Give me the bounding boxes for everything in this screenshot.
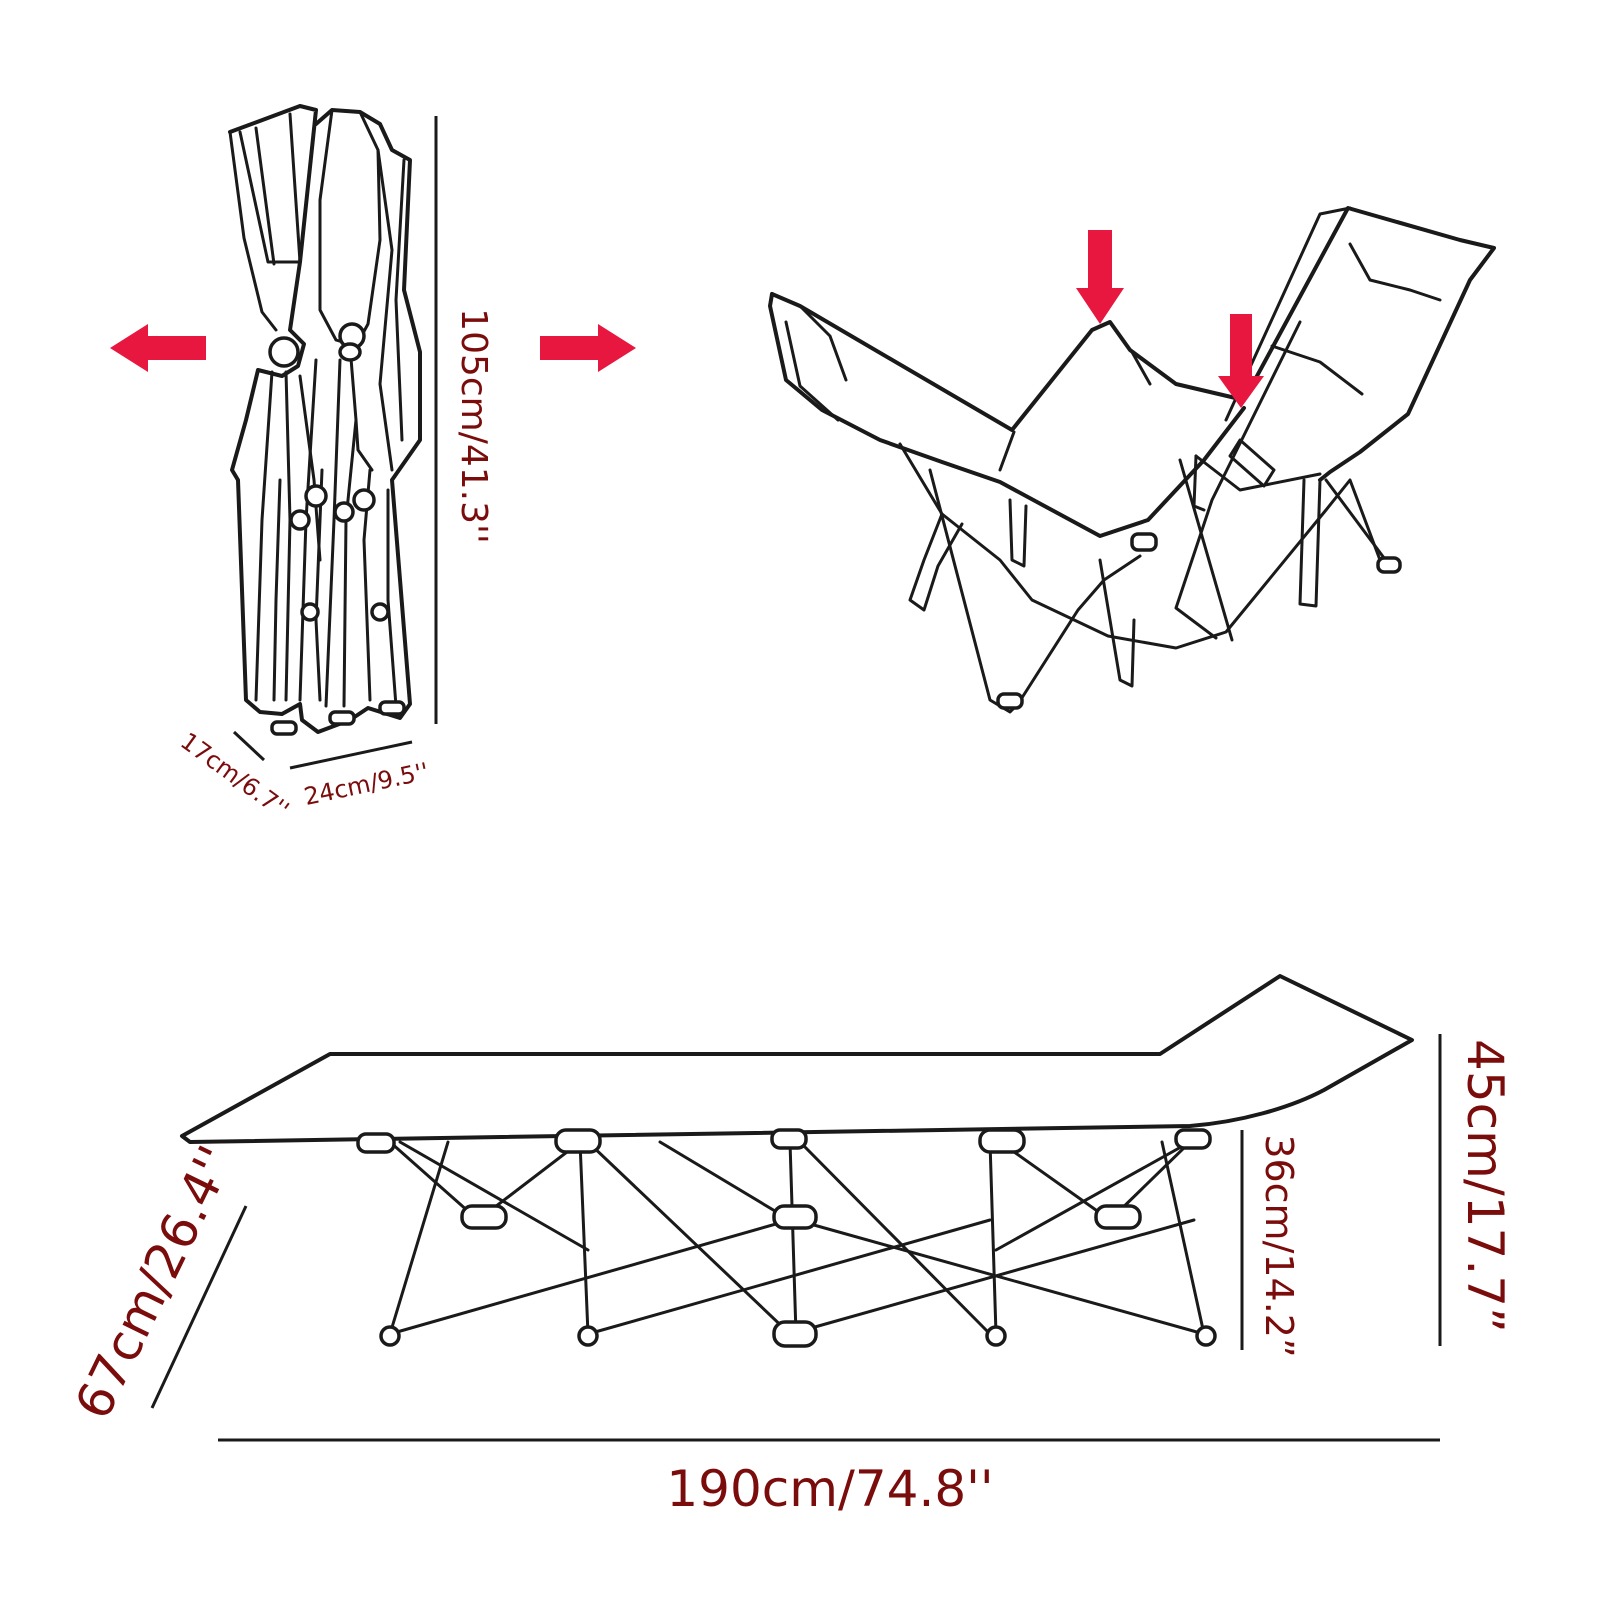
folded-height-dimension: 105cm/41.3'' [434,116,494,724]
chair-mode-illustration [768,206,1496,714]
cot-width-dimension: 67cm/26.4'' [64,1137,248,1428]
cot-frame-height-label: 36cm/14.2” [1257,1134,1301,1357]
folded-height-label: 105cm/41.3'' [453,308,494,544]
cot-width-label: 67cm/26.4'' [64,1137,246,1428]
arrow-down-icon [1076,230,1124,324]
folded-width-label: 24cm/9.5'' [302,757,432,811]
folded-cot-illustration [228,104,422,736]
cot-length-label: 190cm/74.8'' [666,1460,993,1518]
folded-depth-label: 17cm/6.7'' [175,727,294,824]
cot-frame-height-dimension: 36cm/14.2” [1240,1130,1301,1358]
cot-length-dimension: 190cm/74.8'' [218,1438,1440,1518]
cot-total-height-label: 45cm/17.7” [1456,1039,1514,1333]
arrow-down-icon [1218,314,1264,408]
arrow-left-icon [110,324,206,372]
arrow-right-icon [540,324,636,372]
folded-depth-dimension: 17cm/6.7'' [175,727,294,824]
cot-total-height-dimension: 45cm/17.7” [1438,1034,1514,1346]
folded-width-dimension: 24cm/9.5'' [289,740,432,811]
cot-illustration [180,974,1414,1348]
